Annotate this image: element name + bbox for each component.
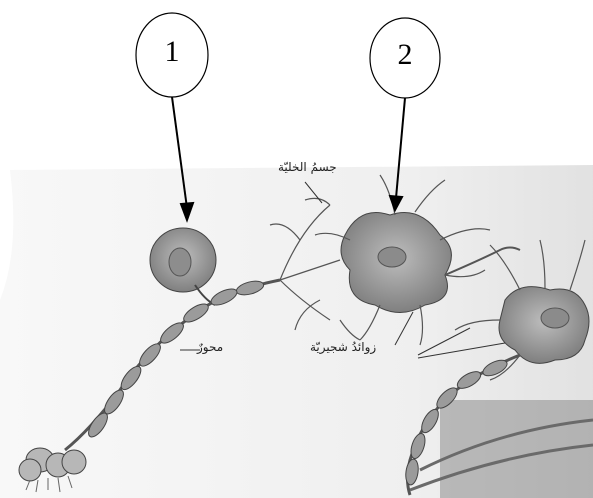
cell-2-nucleus [378, 247, 406, 267]
callout-number-2: 2 [375, 38, 435, 72]
label-axon: محورٌ [197, 340, 223, 354]
label-dendrites: زوائدُ شجيريّة [310, 340, 376, 354]
callout-number-1: 1 [142, 35, 202, 69]
label-cell-body: جسمُ الخليّة [278, 160, 337, 174]
cell-1-nucleus [169, 248, 191, 276]
cell-3-nucleus [541, 308, 569, 328]
